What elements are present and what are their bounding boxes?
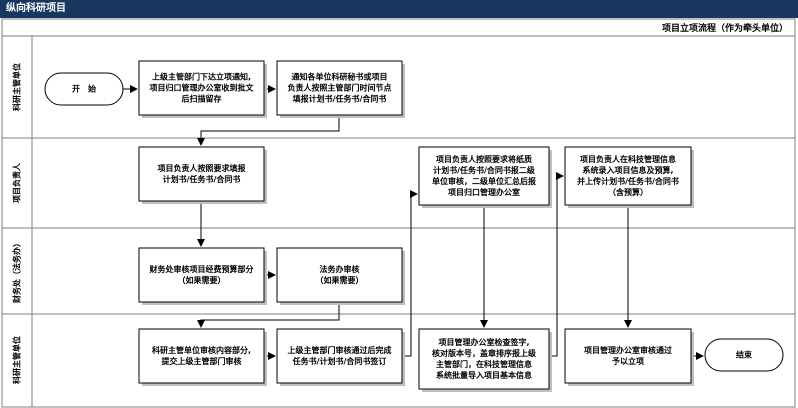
process-box xyxy=(276,328,403,384)
node-text-line: （含预算） xyxy=(608,187,648,197)
process-box xyxy=(138,247,265,303)
node-text-line: 负责人按照主管部门时间节点 xyxy=(288,83,392,93)
node-text-line: 计划书/任务书/合同书报二级 xyxy=(433,165,536,175)
node-text-line: 后扫描留存 xyxy=(182,94,222,104)
node-text-line: 通知各单位科研秘书或项目 xyxy=(292,72,388,82)
flow-node-n8: 项目负责人按照要求将纸质计划书/任务书/合同书报二级单位审核，二级单位汇总后报项… xyxy=(418,146,552,208)
node-text-line: 主管部门，在科技管理信息 xyxy=(436,359,532,369)
node-text-line: （如果需要） xyxy=(316,275,364,285)
process-box xyxy=(138,60,265,116)
page-title: 纵向科研项目 xyxy=(6,3,66,14)
node-text-line: 结束 xyxy=(736,350,753,360)
node-text-line: 并上传计划书/任务书/合同书 xyxy=(577,176,679,186)
lane-research-unit-top-label: 科研主管单位 xyxy=(12,63,22,111)
flow-arrow xyxy=(402,190,418,357)
node-text-line: 开 始 xyxy=(72,84,96,94)
process-box xyxy=(276,247,403,303)
node-text-line: 单位审核，二级单位汇总后报 xyxy=(432,176,536,186)
page-header: 纵向科研项目 xyxy=(0,0,798,18)
node-text-line: 项目负责人在科技管理信息 xyxy=(580,154,676,164)
node-text-line: 提交上级主管部门审核 xyxy=(162,356,242,366)
node-text-line: 上级主管部门审核通过后完成 xyxy=(288,345,392,355)
node-text-line: 项目负责人按照要求填报 xyxy=(158,163,246,173)
flow-node-n4: 财务处审核项目经费预算部分（如果需要） xyxy=(138,247,267,305)
node-text-line: 项目管理办公室检查签字, xyxy=(438,337,529,347)
node-text-line: 予以立项 xyxy=(612,356,644,366)
process-box xyxy=(276,60,403,116)
terminal-shape xyxy=(44,72,124,106)
connectors xyxy=(123,85,704,360)
flow-arrow xyxy=(197,115,340,146)
process-box xyxy=(564,328,692,384)
node-text-line: 法务办审核 xyxy=(320,264,360,274)
node-text-line: 科研主管单位审核内容部分, xyxy=(152,345,251,355)
flow-node-start: 开 始 xyxy=(44,72,124,106)
nodes: 开 始上级主管部门下达立项通知,项目归口管理办公室收到批文后扫描留存通知各单位科… xyxy=(44,60,784,392)
node-text-line: 填报计划书/任务书/合同书 xyxy=(293,94,387,104)
node-text-line: 核对版本号，盖章排序报上级 xyxy=(432,348,537,358)
process-box xyxy=(418,328,550,390)
swimlane-frame xyxy=(1,18,796,408)
node-text-line: 系统批量导入项目基本信息 xyxy=(436,370,532,380)
flow-node-end: 结束 xyxy=(704,338,784,372)
node-text-line: 系统录入项目信息及预算, xyxy=(582,165,673,175)
terminal-shape xyxy=(704,338,784,372)
node-text-line: （如果需要） xyxy=(178,275,226,285)
diagram-subtitle: 项目立项流程（作为牵头单位） xyxy=(662,22,788,34)
node-text-line: 项目归口管理办公室 xyxy=(448,187,520,197)
process-box xyxy=(138,328,265,384)
lane-finance-legal-label: 财务处（法务办） xyxy=(12,239,22,304)
node-text-line: 项目负责人按照要求将纸质 xyxy=(436,154,532,164)
lane-research-unit-bottom-label: 科研主管单位 xyxy=(12,336,22,384)
node-text-line: 项目归口管理办公室收到批文 xyxy=(150,83,255,93)
node-text-line: 上级主管部门下达立项通知, xyxy=(152,72,251,82)
process-box xyxy=(418,146,550,206)
lane-project-leader-label: 项目负责人 xyxy=(12,162,22,203)
process-box xyxy=(138,146,265,202)
flow-node-n10: 项目负责人在科技管理信息系统录入项目信息及预算,并上传计划书/任务书/合同书（含… xyxy=(564,146,694,208)
flow-node-n5: 法务办审核（如果需要） xyxy=(276,247,405,305)
flow-arrow xyxy=(549,172,564,357)
node-text-line: 项目管理办公室审核通过 xyxy=(584,345,672,355)
flow-arrow xyxy=(197,302,340,328)
flow-node-n9: 项目管理办公室检查签字,核对版本号，盖章排序报上级主管部门，在科技管理信息系统批… xyxy=(418,328,552,392)
flowchart: 项目立项流程（作为牵头单位） 科研主管单位项目负责人财务处（法务办）科研主管单位… xyxy=(1,18,796,408)
process-box xyxy=(564,146,692,206)
flow-node-n6: 科研主管单位审核内容部分,提交上级主管部门审核 xyxy=(138,328,267,386)
node-text-line: 财务处审核项目经费预算部分 xyxy=(149,264,254,274)
node-text-line: 计划书/任务书/合同书 xyxy=(163,174,241,184)
node-text-line: 任务书/计划书/合同书签订 xyxy=(292,356,387,366)
